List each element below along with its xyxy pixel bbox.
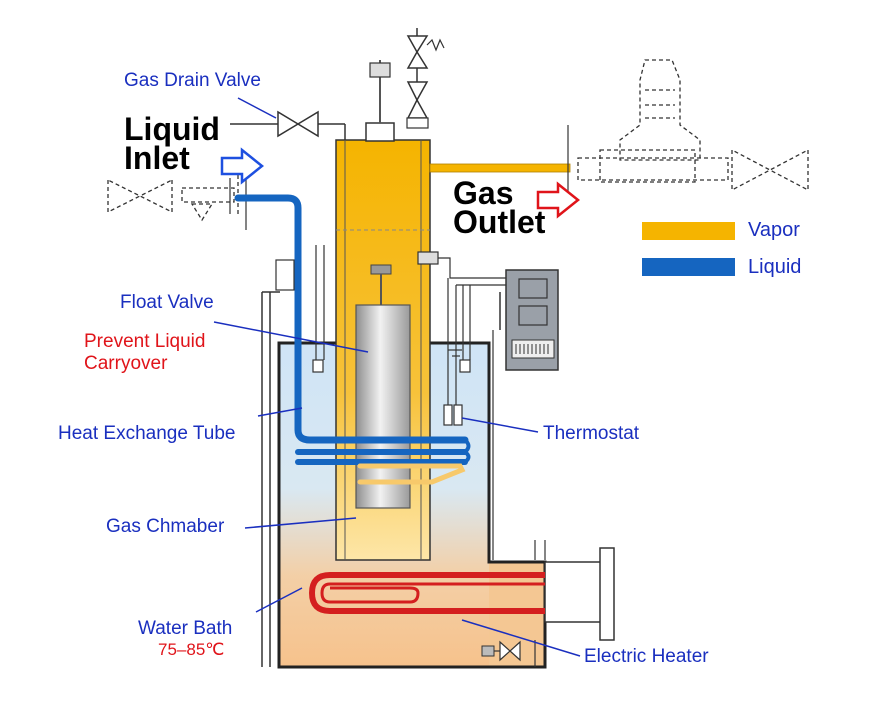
- label-prevent-liquid: Prevent Liquid: [84, 331, 206, 352]
- label-liquid-inlet-line2: Inlet: [124, 140, 190, 176]
- legend-swatch-vapor: [642, 222, 735, 240]
- leader-gas-chamber: [244, 517, 357, 529]
- label-gas-outlet-line2: Outlet: [453, 204, 546, 240]
- label-water-bath: Water Bath: [138, 618, 233, 639]
- inlet-valves-dashed: [107, 175, 239, 222]
- gas-outlet-arrow: [536, 181, 581, 219]
- label-gas-outlet-line1: Gas: [453, 175, 514, 211]
- thermostat-assembly: [417, 251, 506, 426]
- leader-water-bath: [255, 587, 303, 613]
- legend-swatch-liquid: [642, 258, 735, 276]
- heat-exchange-tube: [234, 194, 471, 485]
- label-carryover: Carryover: [84, 353, 168, 374]
- legend-label-liquid: Liquid: [748, 256, 802, 278]
- label-float-valve: Float Valve: [120, 292, 214, 313]
- label-thermostat: Thermostat: [543, 423, 640, 444]
- leader-lines: [213, 97, 581, 657]
- level-gauges: [275, 245, 325, 373]
- electric-heater-coil: [308, 572, 545, 614]
- top-valves: [406, 28, 445, 129]
- leader-thermostat: [461, 417, 539, 433]
- liquid-inlet-arrow: [220, 147, 265, 185]
- gas-drain-valve-assembly: [230, 110, 346, 140]
- heater-flange: [544, 547, 615, 641]
- leader-heat-exchange-tube: [257, 407, 303, 417]
- label-heat-exchange-tube: Heat Exchange Tube: [58, 423, 236, 444]
- label-gas-chamber: Gas Chmaber: [106, 516, 225, 537]
- leader-electric-heater: [461, 619, 581, 657]
- outlet-regulator-dashed: [577, 59, 809, 192]
- label-electric-heater: Electric Heater: [584, 646, 709, 667]
- label-liquid-inlet-line1: Liquid: [124, 111, 220, 147]
- gas-outlet-pipe: [429, 125, 571, 200]
- label-water-temp: 75–85℃: [158, 640, 225, 659]
- inlet-flange-lines: [229, 178, 247, 230]
- leader-float-valve: [213, 321, 369, 353]
- legend-label-vapor: Vapor: [748, 219, 800, 241]
- float-valve-body: [355, 264, 411, 509]
- bottom-drain-valve: [481, 640, 521, 662]
- control-box: [505, 269, 559, 371]
- leader-gas-drain-valve: [237, 97, 277, 119]
- label-gas-drain-valve: Gas Drain Valve: [124, 70, 261, 91]
